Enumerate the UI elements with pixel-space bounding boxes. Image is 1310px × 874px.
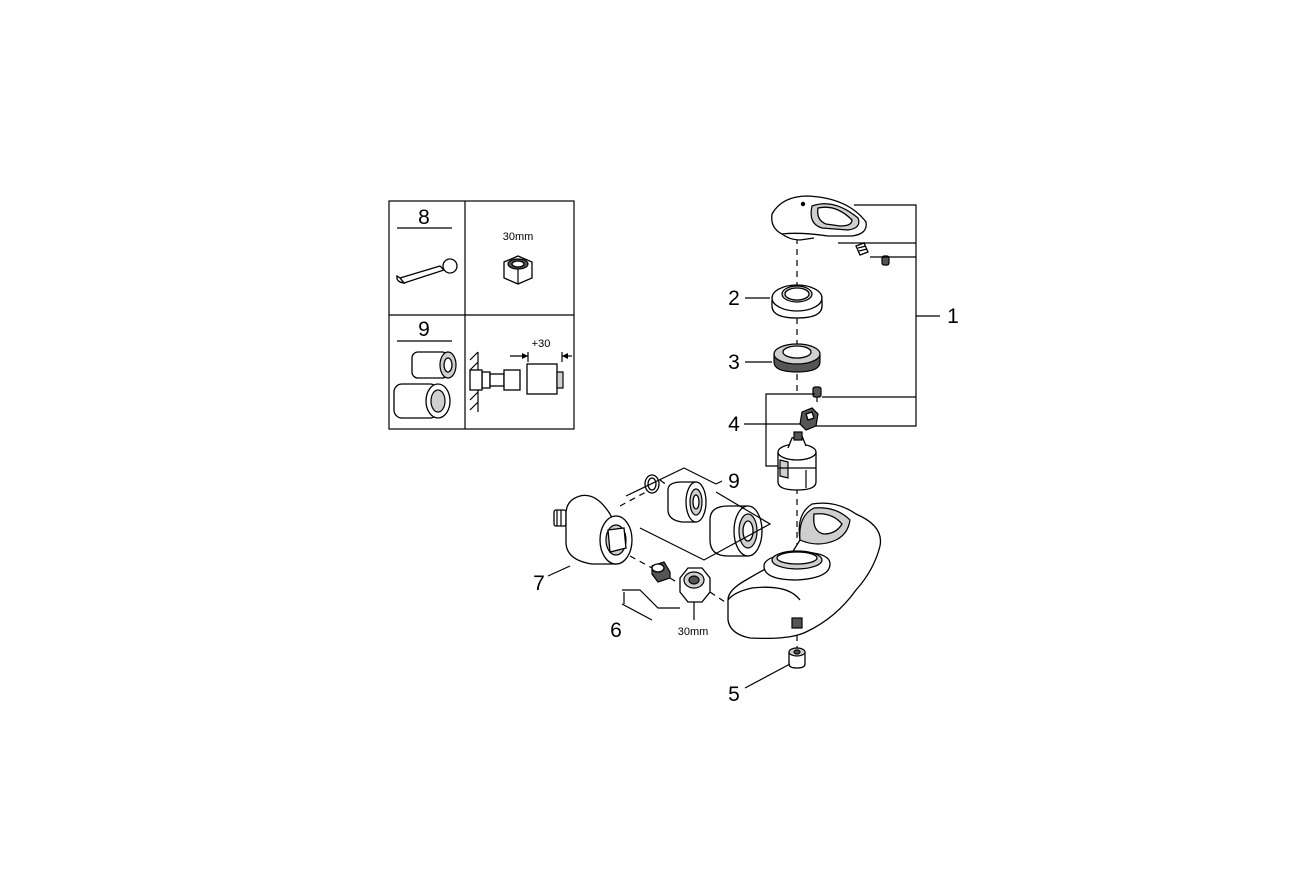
cap-nut (773, 343, 821, 373)
callout-2: 2 (728, 287, 740, 310)
callout-3: 3 (728, 351, 740, 374)
rosette (771, 284, 823, 319)
threaded-nipple (651, 561, 671, 583)
eccentric-union (553, 494, 633, 565)
extension-sleeve-long (709, 505, 763, 557)
bottom-plug (788, 647, 806, 669)
mixer-body (727, 502, 882, 640)
hex-nut-icon (503, 255, 533, 285)
callout-6: 6 (610, 619, 622, 642)
callout-1: 1 (947, 305, 959, 328)
nut-size-label: 30mm (678, 626, 709, 638)
extension-pieces-icon (393, 351, 457, 419)
callout-5: 5 (728, 683, 740, 706)
lever-handle (771, 195, 867, 241)
lever-screw (855, 242, 869, 256)
callout-7: 7 (533, 572, 545, 595)
inset-size-label: 30mm (503, 231, 534, 243)
inset-panel: 8 30mm 9 (388, 200, 575, 430)
inset-label-8: 8 (418, 206, 430, 229)
callout-4: 4 (728, 413, 740, 436)
cartridge-adapter (799, 407, 819, 431)
inset-label-9: 9 (418, 318, 430, 341)
extension-sleeve-short (667, 481, 707, 523)
callout-9: 9 (728, 470, 740, 493)
inset-offset-label: +30 (532, 338, 551, 350)
cap-pin (881, 255, 890, 266)
union-nut (679, 567, 711, 603)
wall-extension-icon (469, 351, 572, 412)
cartridge (777, 431, 817, 491)
wrench-icon (396, 258, 458, 284)
